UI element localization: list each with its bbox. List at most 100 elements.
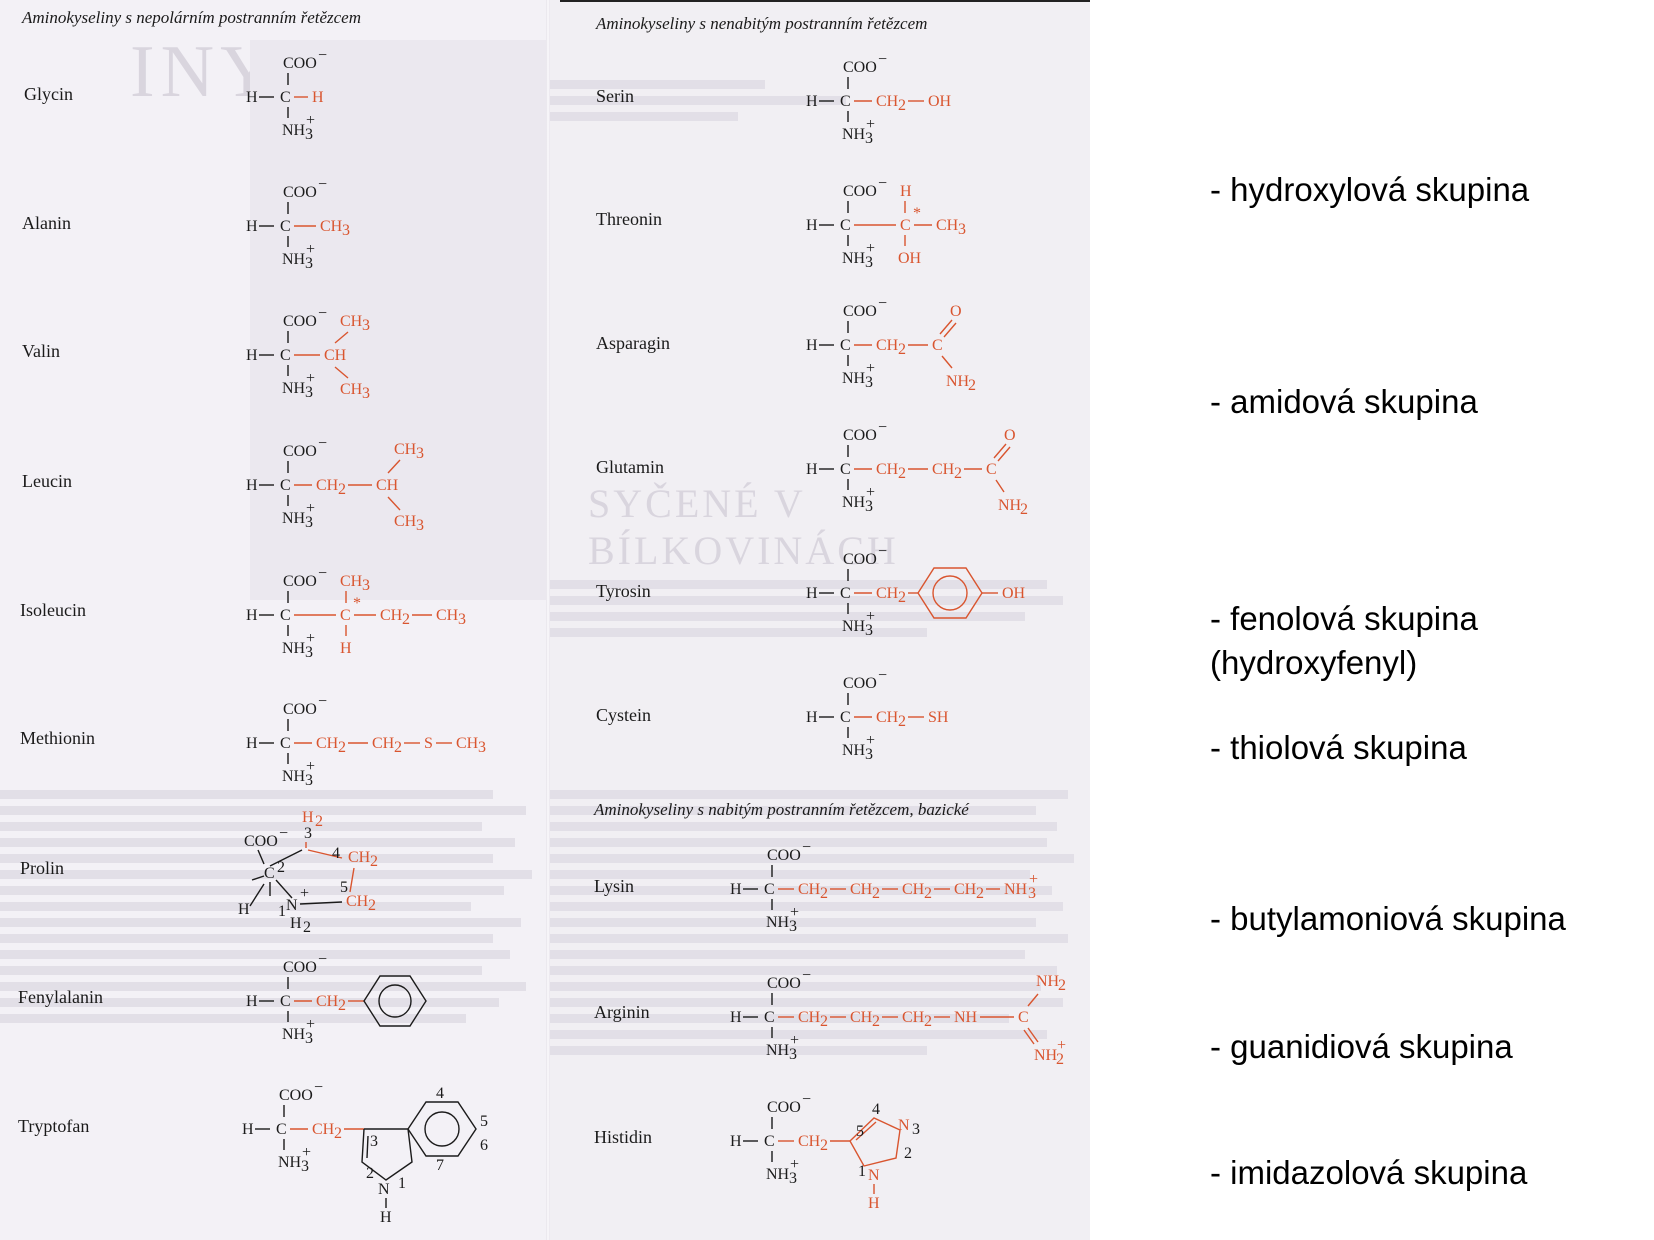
svg-text:2: 2 [898,465,906,482]
group-label-imidazole: - imidazolová skupina [1210,1154,1528,1191]
svg-text:CH: CH [936,217,959,234]
svg-text:COO: COO [283,184,317,201]
svg-text:NH: NH [766,1166,790,1183]
svg-text:COO: COO [279,1087,313,1104]
svg-text:*: * [353,595,361,612]
svg-text:+: + [790,904,799,921]
svg-text:CH: CH [320,218,343,235]
svg-text:CH: CH [932,461,955,478]
svg-text:COO: COO [843,59,877,76]
svg-text:3: 3 [305,772,313,789]
svg-text:NH: NH [766,1042,790,1059]
svg-text:+: + [306,112,315,129]
svg-text:CH: CH [798,881,821,898]
svg-text:CH: CH [798,1009,821,1026]
svg-text:NH: NH [278,1154,302,1171]
amino-acid-name-lysin: Lysin [594,876,635,896]
svg-text:+: + [306,630,315,647]
group-label-butylammonium: - butylamoniová skupina [1210,900,1566,937]
svg-text:H: H [238,901,250,918]
svg-text:2: 2 [976,885,984,902]
svg-text:+: + [866,732,875,749]
svg-text:1: 1 [278,903,286,920]
svg-text:N: N [286,897,298,914]
section-heading-nonpolar: Aminokyseliny s nepolárním postranním ře… [22,8,361,27]
svg-text:+: + [306,758,315,775]
svg-text:CH: CH [876,585,899,602]
svg-text:3: 3 [305,126,313,143]
svg-text:−: − [318,693,327,710]
svg-text:2: 2 [338,997,346,1014]
svg-text:O: O [950,303,962,320]
svg-text:3: 3 [789,1046,797,1063]
svg-text:NH: NH [1036,973,1060,990]
svg-text:2: 2 [820,1137,828,1154]
amino-acid-name-tryptofan: Tryptofan [18,1116,90,1136]
svg-text:COO: COO [283,313,317,330]
svg-text:−: − [878,51,887,68]
svg-text:2: 2 [872,885,880,902]
amino-acid-name-tyrosin: Tyrosin [596,581,651,601]
svg-text:4: 4 [436,1085,444,1102]
svg-text:NH: NH [842,250,866,267]
svg-text:C: C [840,709,851,726]
svg-text:2: 2 [370,853,378,870]
svg-text:−: − [279,825,288,842]
svg-text:CH: CH [340,573,363,590]
svg-text:CH: CH [316,477,339,494]
svg-text:N: N [868,1167,880,1184]
svg-text:C: C [840,93,851,110]
svg-text:3: 3 [958,221,966,238]
amino-acid-name-fenylalanin: Fenylalanin [18,987,103,1007]
svg-text:−: − [878,419,887,436]
svg-text:3: 3 [362,577,370,594]
svg-text:3: 3 [342,222,350,239]
svg-text:NH: NH [1034,1047,1058,1064]
svg-text:3: 3 [865,254,873,271]
svg-text:H: H [246,607,258,624]
page-gutter [546,0,550,1240]
amino-acid-name-valin: Valin [22,341,60,361]
svg-text:CH: CH [850,1009,873,1026]
svg-text:7: 7 [436,1157,444,1174]
svg-text:COO: COO [283,959,317,976]
svg-text:NH: NH [282,640,306,657]
svg-text:−: − [318,176,327,193]
svg-text:COO: COO [283,701,317,718]
svg-text:CH: CH [876,709,899,726]
svg-text:NH: NH [842,370,866,387]
svg-text:NH: NH [842,494,866,511]
svg-text:+: + [790,1156,799,1173]
svg-text:C: C [840,461,851,478]
svg-text:COO: COO [843,183,877,200]
group-label-phenol: - fenolová skupina [1210,600,1478,637]
svg-text:C: C [280,607,291,624]
svg-text:H: H [312,89,324,106]
svg-text:N: N [378,1181,390,1198]
svg-text:COO: COO [843,675,877,692]
svg-text:H: H [380,1209,392,1226]
svg-text:C: C [900,217,911,234]
svg-text:O: O [1004,427,1016,444]
svg-text:−: − [314,1079,323,1096]
group-label-hydroxyl: - hydroxylová skupina [1210,171,1530,208]
svg-text:3: 3 [865,746,873,763]
svg-text:CH: CH [340,381,363,398]
svg-text:3: 3 [789,918,797,935]
svg-text:*: * [913,205,921,222]
svg-text:+: + [306,370,315,387]
svg-text:2: 2 [366,1165,374,1182]
svg-text:S: S [424,735,433,752]
svg-text:3: 3 [865,130,873,147]
svg-text:C: C [340,607,351,624]
svg-text:−: − [318,565,327,582]
amino-acid-name-alanin: Alanin [22,213,71,233]
svg-text:CH: CH [876,337,899,354]
svg-text:3: 3 [458,611,466,628]
